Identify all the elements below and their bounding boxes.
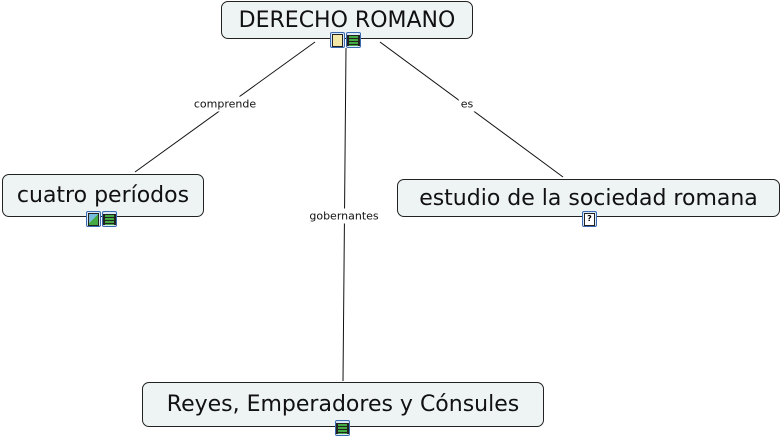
unknown-document-icon[interactable]: ? (582, 211, 597, 227)
concept-estudio-sociedad-romana[interactable]: estudio de la sociedad romana (397, 179, 780, 217)
concept-derecho-romano[interactable]: DERECHO ROMANO (221, 1, 473, 39)
link-label-comprende[interactable]: comprende (191, 96, 259, 112)
link-label-es[interactable]: es (458, 96, 476, 112)
link-label-gobernantes[interactable]: gobernantes (307, 208, 381, 224)
question-mark-glyph: ? (584, 212, 595, 226)
video-icon[interactable] (102, 211, 117, 227)
concept-cuatro-periodos[interactable]: cuatro períodos (2, 174, 204, 217)
video-icon[interactable] (346, 32, 361, 48)
image-icon[interactable] (86, 211, 101, 227)
video-icon[interactable] (335, 420, 350, 436)
concept-map-icon[interactable] (330, 32, 345, 48)
